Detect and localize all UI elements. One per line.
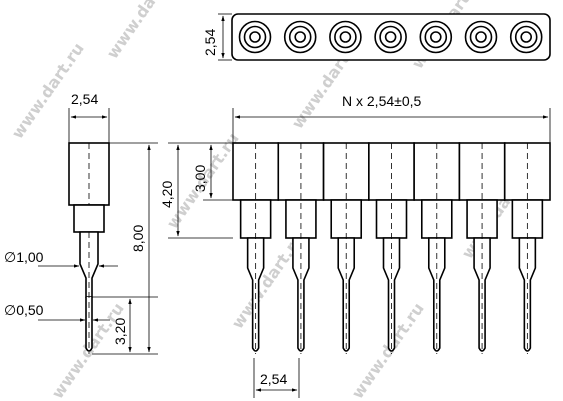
socket-depth-label: 3,00 <box>192 165 208 192</box>
front-body <box>413 142 461 201</box>
top-hole-ring <box>469 25 493 49</box>
pin-diameter-label: ∅0,50 <box>4 302 44 318</box>
row-height-label: 2,54 <box>202 29 218 56</box>
body-height-label: 4,20 <box>159 181 175 208</box>
pitch-label: 2,54 <box>260 371 287 387</box>
side-view <box>68 142 110 354</box>
top-hole-ring <box>379 25 402 49</box>
top-hole-inner <box>429 31 442 43</box>
front-dimensions <box>168 108 551 398</box>
side-neck <box>73 204 105 233</box>
front-body <box>232 142 280 201</box>
front-view <box>232 142 551 354</box>
top-hole-ring <box>243 25 267 49</box>
front-body <box>322 142 370 201</box>
top-hole-ring <box>288 25 312 49</box>
top-hole-ring <box>334 25 357 49</box>
side-width-label: 2,54 <box>71 91 98 107</box>
side-dimensions <box>38 108 158 355</box>
top-view <box>218 13 551 61</box>
watermark-text: www.dart.ru <box>103 0 183 62</box>
shank-diameter-label: ∅1,00 <box>4 249 44 265</box>
top-hole-inner <box>384 31 397 43</box>
top-hole-inner <box>339 31 352 43</box>
top-view-holes <box>238 20 543 54</box>
top-hole-inner <box>475 31 487 43</box>
front-body <box>503 142 551 201</box>
front-body <box>368 142 415 201</box>
top-hole-inner <box>249 31 261 43</box>
pin-length-label: 3,20 <box>112 318 128 345</box>
top-hole-ring <box>514 25 538 49</box>
total-length-label: N x 2,54±0,5 <box>342 93 421 109</box>
front-body <box>458 142 506 201</box>
top-hole-inner <box>520 31 533 43</box>
front-body <box>277 142 325 201</box>
overall-height-label: 8,00 <box>130 225 146 252</box>
top-hole-inner <box>294 31 307 43</box>
top-hole-ring <box>424 25 448 49</box>
